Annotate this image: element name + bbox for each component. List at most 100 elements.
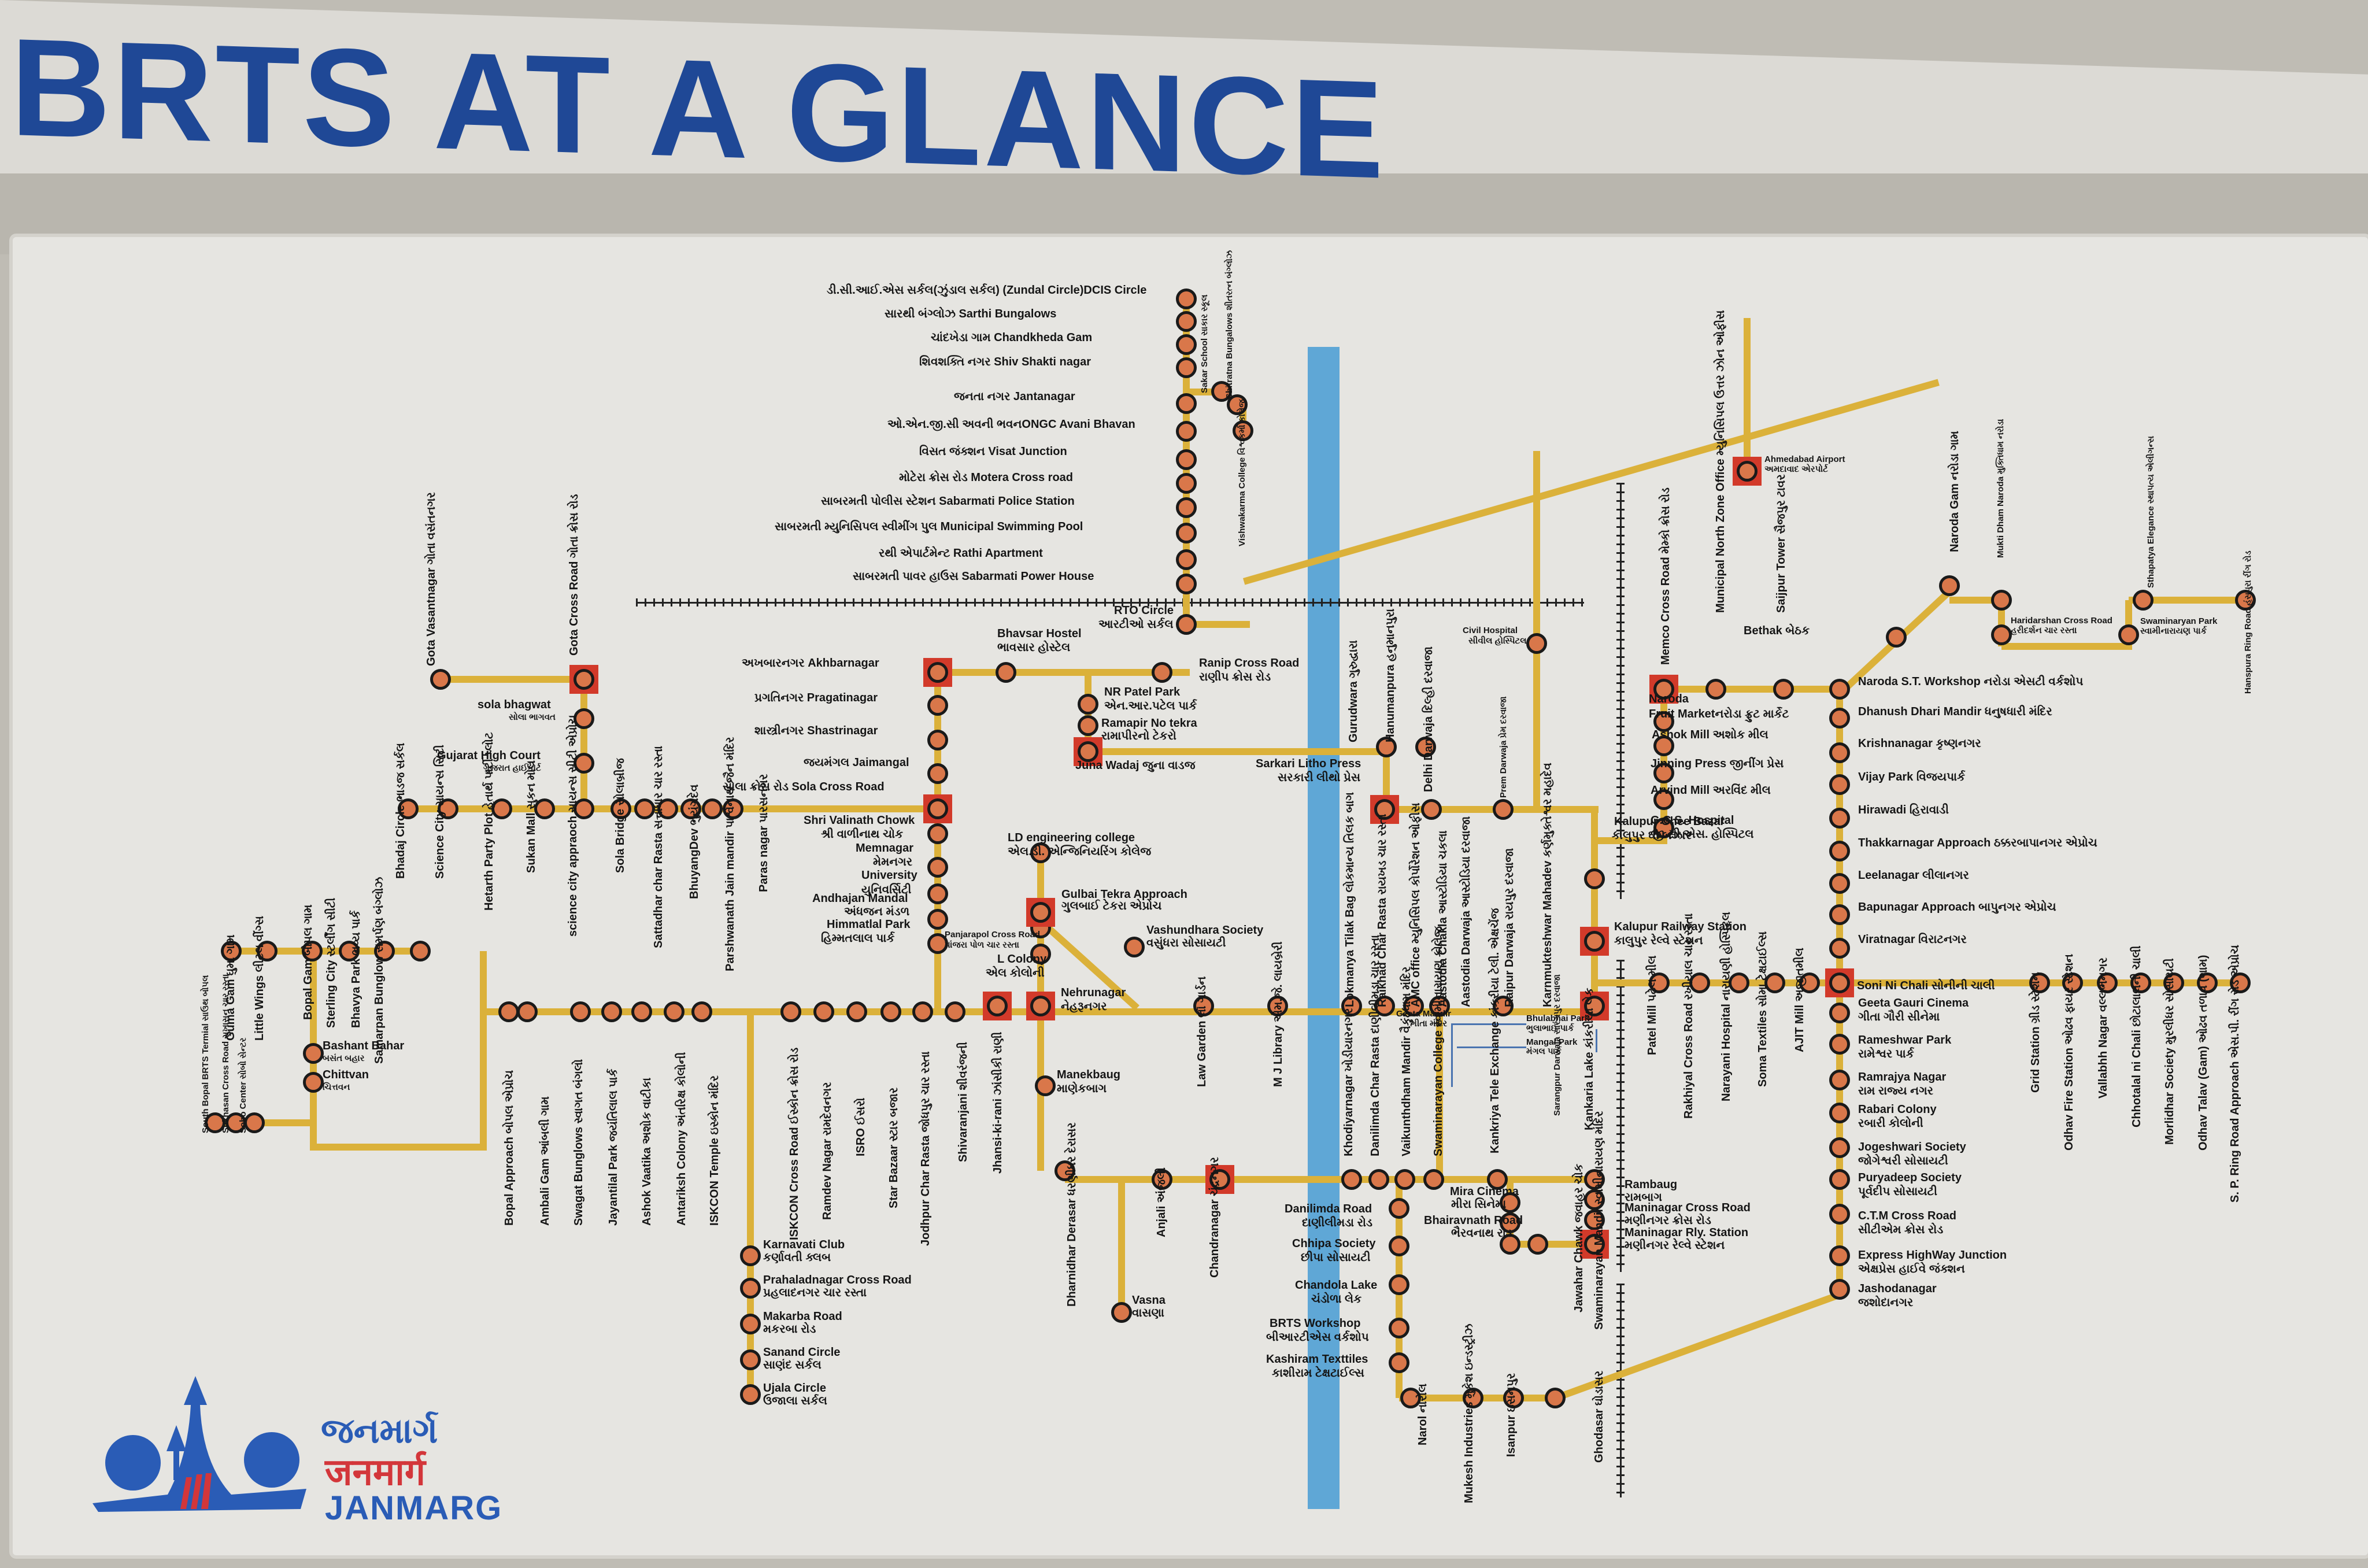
bus-stop-marker[interactable] [740,1314,761,1334]
bus-stop-marker[interactable] [927,883,948,904]
bus-stop-marker[interactable] [2197,972,2218,993]
bus-stop-marker[interactable] [1176,357,1197,378]
bus-stop-marker[interactable] [1829,1245,1850,1266]
bus-stop-marker[interactable] [1526,633,1547,654]
bus-stop-marker[interactable] [1176,421,1197,442]
bus-stop-marker[interactable] [1374,996,1395,1016]
interchange-marker[interactable] [923,794,952,823]
bus-stop-marker[interactable] [610,798,631,819]
bus-stop-marker[interactable] [1764,972,1785,993]
bus-stop-marker[interactable] [1991,590,2012,611]
bus-stop-marker[interactable] [398,798,419,819]
bus-stop-marker[interactable] [846,1001,867,1022]
bus-stop-marker[interactable] [1829,1137,1850,1158]
bus-stop-marker[interactable] [1487,1169,1508,1190]
bus-stop-marker[interactable] [1400,1388,1421,1408]
bus-stop-marker[interactable] [1649,972,1670,993]
interchange-marker[interactable] [1370,795,1399,824]
bus-stop-marker[interactable] [1176,311,1197,332]
interchange-marker[interactable] [1026,992,1055,1020]
bus-stop-marker[interactable] [702,798,723,819]
bus-stop-marker[interactable] [1584,868,1605,889]
bus-stop-marker[interactable] [740,1278,761,1299]
bus-stop-marker[interactable] [927,730,948,750]
bus-stop-marker[interactable] [517,1001,538,1022]
bus-stop-marker[interactable] [1584,1210,1605,1230]
bus-stop-marker[interactable] [205,1112,225,1133]
bus-stop-marker[interactable] [813,1001,834,1022]
bus-stop-marker[interactable] [1653,711,1674,732]
bus-stop-marker[interactable] [570,1001,591,1022]
bus-stop-marker[interactable] [1545,1388,1566,1408]
bus-stop-marker[interactable] [927,933,948,954]
bus-stop-marker[interactable] [927,763,948,784]
bus-stop-marker[interactable] [2062,972,2083,993]
bus-stop-marker[interactable] [634,798,655,819]
bus-stop-marker[interactable] [1829,1169,1850,1190]
bus-stop-marker[interactable] [1493,799,1514,820]
bus-stop-marker[interactable] [1799,972,1820,993]
bus-stop-marker[interactable] [1389,1352,1409,1373]
bus-stop-marker[interactable] [691,1001,712,1022]
bus-stop-marker[interactable] [221,941,242,961]
bus-stop-marker[interactable] [374,941,395,961]
bus-stop-marker[interactable] [430,669,451,690]
bus-stop-marker[interactable] [1829,1003,1850,1023]
bus-stop-marker[interactable] [1939,575,1960,596]
bus-stop-marker[interactable] [1176,549,1197,570]
interchange-marker[interactable] [1205,1165,1234,1194]
bus-stop-marker[interactable] [1829,873,1850,894]
bus-stop-marker[interactable] [1886,627,1907,648]
bus-stop-marker[interactable] [927,909,948,930]
bus-stop-marker[interactable] [1653,789,1674,810]
bus-stop-marker[interactable] [1389,1236,1409,1256]
bus-stop-marker[interactable] [631,1001,652,1022]
bus-stop-marker[interactable] [2118,624,2139,645]
bus-stop-marker[interactable] [1829,679,1850,700]
bus-stop-marker[interactable] [740,1384,761,1405]
interchange-marker[interactable] [923,658,952,687]
bus-stop-marker[interactable] [1653,818,1674,838]
bus-stop-marker[interactable] [410,941,431,961]
bus-stop-marker[interactable] [303,1043,324,1064]
bus-stop-marker[interactable] [1829,808,1850,829]
bus-stop-marker[interactable] [1584,1189,1605,1210]
bus-stop-marker[interactable] [1653,763,1674,783]
bus-stop-marker[interactable] [574,753,594,774]
bus-stop-marker[interactable] [1829,708,1850,728]
bus-stop-marker[interactable] [780,1001,801,1022]
interchange-marker[interactable] [983,992,1012,1020]
bus-stop-marker[interactable] [1341,1169,1362,1190]
bus-stop-marker[interactable] [574,708,594,729]
bus-stop-marker[interactable] [1176,449,1197,470]
bus-stop-marker[interactable] [740,1245,761,1266]
bus-stop-marker[interactable] [498,1001,519,1022]
bus-stop-marker[interactable] [1211,381,1232,402]
bus-stop-marker[interactable] [1176,614,1197,635]
bus-stop-marker[interactable] [1030,944,1051,964]
bus-stop-marker[interactable] [1415,737,1436,757]
interchange-marker[interactable] [1733,457,1762,486]
bus-stop-marker[interactable] [740,1349,761,1370]
bus-stop-marker[interactable] [1030,842,1051,863]
bus-stop-marker[interactable] [1389,1198,1409,1219]
bus-stop-marker[interactable] [1054,1160,1075,1181]
bus-stop-marker[interactable] [1829,841,1850,861]
bus-stop-marker[interactable] [2235,590,2256,611]
interchange-marker[interactable] [1026,898,1055,927]
bus-stop-marker[interactable] [1423,1169,1444,1190]
bus-stop-marker[interactable] [1035,1075,1056,1096]
bus-stop-marker[interactable] [244,1112,265,1133]
bus-stop-marker[interactable] [1389,1274,1409,1295]
bus-stop-marker[interactable] [1176,497,1197,518]
bus-stop-marker[interactable] [574,798,594,819]
bus-stop-marker[interactable] [1493,996,1514,1016]
bus-stop-marker[interactable] [1176,289,1197,309]
bus-stop-marker[interactable] [1829,1070,1850,1090]
interchange-marker[interactable] [1074,737,1102,766]
interchange-marker[interactable] [1580,927,1609,956]
bus-stop-marker[interactable] [664,1001,684,1022]
bus-stop-marker[interactable] [302,941,323,961]
bus-stop-marker[interactable] [1233,420,1253,441]
interchange-marker[interactable] [569,665,598,694]
